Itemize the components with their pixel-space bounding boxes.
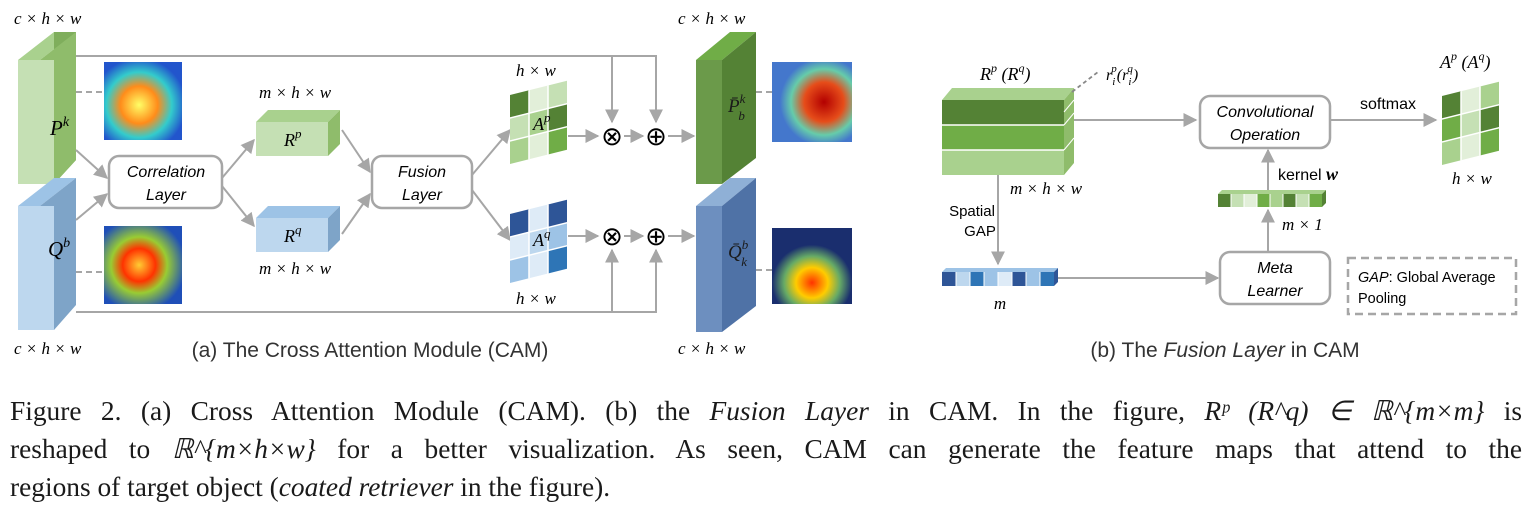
dim-chw-top-right: c × h × w [678,9,746,28]
pbk-feature-block [696,32,756,184]
r-stack-cube [942,88,1075,175]
caption-math-2: ℝ^{m×h×w} [171,434,316,464]
conv-label-2: Operation [1230,127,1300,144]
ap-attention-grid [510,80,567,164]
aq-attention-grid [510,199,567,283]
oplus-bottom: ⊕ [645,221,667,251]
legend-line-1: GAP: Global Average [1358,270,1496,286]
ap-label: Ap [532,110,551,134]
legend-box [1346,256,1518,316]
ap-aq-output-grid [1442,81,1499,165]
dim-hw-ap: h × w [516,61,556,80]
otimes-bottom: ⊗ [601,221,623,251]
gap-label: GAP [964,223,996,240]
qb-heatmap-image [104,226,182,304]
correlation-layer-label-1: Correlation [127,164,205,181]
caption-line-2: reshaped to ℝ^{m×h×w} for a better visua… [10,434,1523,464]
fusion-layer-label-2: Layer [402,187,443,204]
rp-label: Rp [283,126,302,150]
rq-label: Rq [283,222,302,246]
pbk-heatmap-image [772,62,852,142]
dim-hw-aq: h × w [516,289,556,308]
ap-aq-label: Ap (Aq) [1439,49,1491,73]
qkb-heatmap-image [772,228,852,304]
correlation-layer-label-2: Layer [146,187,187,204]
caption-line-1: Figure 2. (a) Cross Attention Module (CA… [10,396,1522,426]
dim-mhw-rq: m × h × w [259,259,332,278]
convolutional-operation-box [1198,94,1332,150]
softmax-label: softmax [1360,96,1416,113]
m-label: m [994,294,1006,313]
correlation-layer-box [107,154,224,210]
m-vector [942,268,1058,286]
qb-label: Qb [48,236,70,261]
panel-a: c × h × w c × h × w Pk Qb [14,9,852,362]
fusion-layer-box [370,154,474,210]
dim-mhw-rp: m × h × w [259,83,332,102]
conv-label-1: Convolutional [1217,104,1314,121]
ri-label: rip(riq) [1106,63,1138,88]
panel-b-subtitle: (b) The Fusion Layer in CAM [1090,339,1359,362]
meta-learner-box [1218,250,1332,306]
rp-rq-label: Rp (Rq) [979,61,1031,85]
qb-feature-block [18,178,76,330]
dim-chw-top-left: c × h × w [14,9,82,28]
rp-block [256,110,340,156]
legend-line-2: Pooling [1358,291,1406,307]
dim-hw-b: h × w [1452,169,1492,188]
pk-label: Pk [49,115,70,140]
dim-mhw-b: m × h × w [1010,179,1083,198]
meta-label-2: Learner [1247,283,1303,300]
caption-line-3: regions of target object (coated retriev… [10,472,611,502]
panel-a-subtitle: (a) The Cross Attention Module (CAM) [192,339,549,362]
figure-caption: Figure 2. (a) Cross Attention Module (CA… [10,392,1522,506]
figure-diagram: c × h × w c × h × w Pk Qb [14,9,1518,362]
dim-m1: m × 1 [1282,215,1323,234]
qkb-feature-block [696,178,756,332]
pk-feature-block [18,32,76,184]
caption-math-1: Rᵖ (R^q) ∈ ℝ^{m×m} [1204,396,1485,426]
panel-b: Rp (Rq) rip(riq) m × h × w Spatial GAP [942,49,1518,362]
aq-label: Aq [532,226,551,250]
kernel-vector [1218,190,1326,207]
kernel-label: kernel w [1278,164,1339,184]
meta-label-1: Meta [1257,260,1293,277]
oplus-top: ⊕ [645,121,667,151]
pk-heatmap-image [104,62,182,140]
otimes-top: ⊗ [601,121,623,151]
spatial-label: Spatial [949,203,995,220]
fusion-layer-label-1: Fusion [398,164,446,181]
dim-chw-bottom-right: c × h × w [678,339,746,358]
rq-block [256,206,340,252]
dim-chw-bottom-left: c × h × w [14,339,82,358]
